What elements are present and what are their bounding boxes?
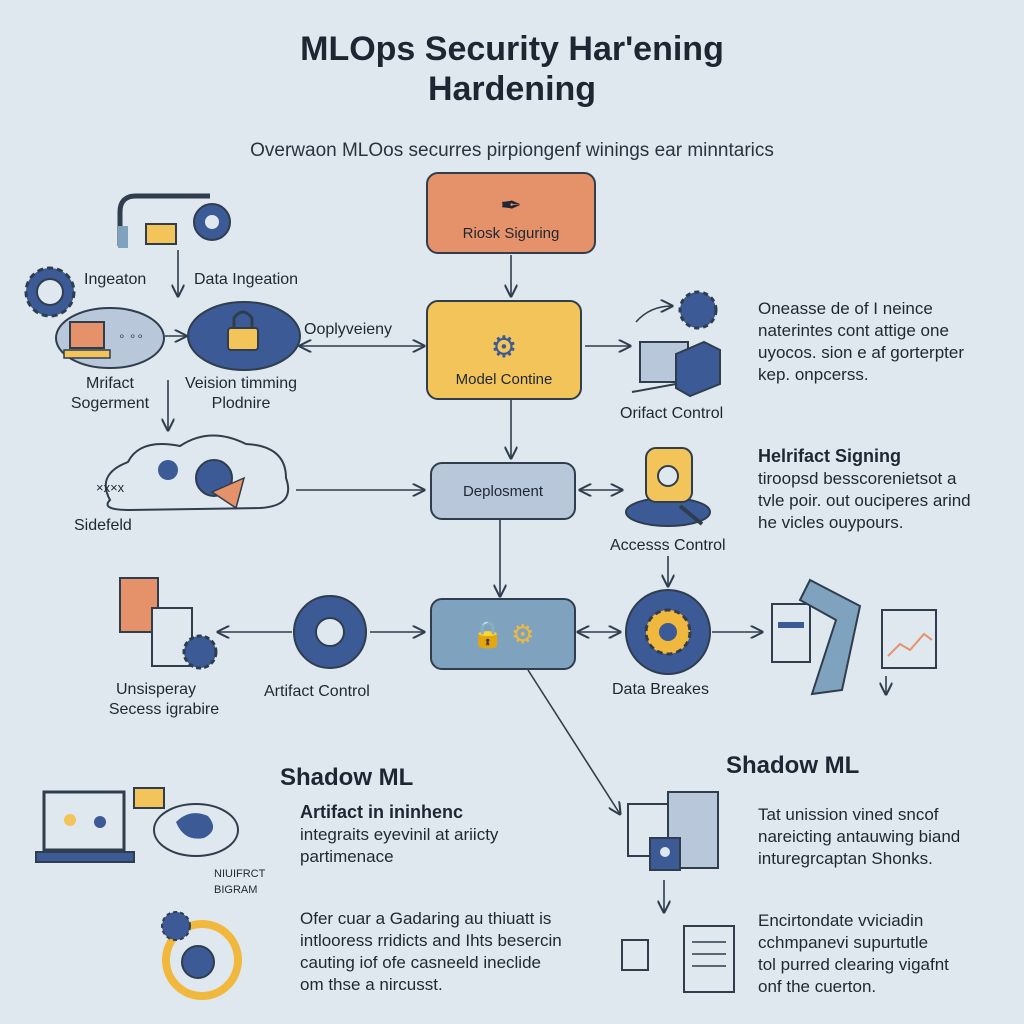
shadow-doc-icon bbox=[621, 791, 735, 993]
xx-label: ×x×x bbox=[96, 480, 125, 495]
text-line: om thse a nircusst. bbox=[300, 975, 443, 994]
access-control-label: Accesss Control bbox=[610, 537, 726, 554]
pen-icon: ✒ bbox=[500, 190, 522, 220]
version-timming-label: Veision timming bbox=[184, 375, 298, 392]
risk-signing-label: Riosk Siguring bbox=[462, 225, 560, 242]
text-line: tiroopsd besscorenietsot a bbox=[758, 469, 957, 488]
deployment-label: Deplosment bbox=[462, 482, 544, 500]
secess-label: Secess igrabire bbox=[108, 701, 220, 718]
ooplyveieny-label: Ooplyveieny bbox=[304, 321, 393, 338]
conveyor-icon bbox=[117, 193, 231, 248]
ingeaton-label: Ingeaton bbox=[84, 271, 147, 288]
right-paragraph-1: Oneasse de of I neince naterintes cont a… bbox=[758, 298, 964, 386]
lock-gear-icon: 🔒 ⚙ bbox=[471, 618, 535, 649]
page-title: MLOps Security Har'ening bbox=[300, 30, 724, 68]
text-line: intlooress rridicts and Ihts besercin bbox=[300, 931, 562, 950]
unsisperay-label: Unsisperay bbox=[115, 681, 197, 698]
orifact-control-label: Orifact Control bbox=[620, 405, 724, 422]
text-line: he vicles ouypours. bbox=[758, 513, 904, 532]
niuifrct-label: NIUIFRCT bbox=[214, 868, 266, 880]
text-line: onf the cuerton. bbox=[758, 977, 877, 996]
sogerment-label: Sogerment bbox=[70, 395, 150, 412]
version-plodnire-label: Plodnire bbox=[211, 395, 271, 412]
text-line: Tat unission vined sncof bbox=[758, 805, 939, 824]
vault-icon bbox=[625, 447, 711, 527]
lock-cloud-icon bbox=[187, 301, 301, 371]
flow-document-icon bbox=[771, 578, 937, 696]
model-control-node[interactable]: ⚙ Model Contine bbox=[426, 300, 582, 400]
artifact-inhenc-heading: Artifact in ininhenc bbox=[300, 802, 464, 822]
risk-signing-node[interactable]: ✒ Riosk Siguring bbox=[426, 172, 596, 254]
text-line: integraits eyevinil at ariicty bbox=[300, 825, 499, 844]
left-paragraph-1: integraits eyevinil at ariicty partimena… bbox=[300, 824, 498, 868]
artifact-control-icon bbox=[293, 595, 367, 669]
gear-ring-icon bbox=[161, 911, 242, 1000]
model-control-label: Model Contine bbox=[455, 371, 553, 388]
left-paragraph-2: Ofer cuar a Gadaring au thiuatt is intlo… bbox=[300, 908, 562, 996]
artifact-control-label: Artifact Control bbox=[264, 683, 370, 700]
big-cloud-icon bbox=[104, 434, 290, 512]
text-line: partimenace bbox=[300, 847, 394, 866]
arrow-gear-curve bbox=[635, 306, 672, 323]
lock-gear-node[interactable]: 🔒 ⚙ bbox=[430, 598, 576, 670]
svg-text:∘ ∘∘: ∘ ∘∘ bbox=[118, 329, 144, 343]
laptop-icon bbox=[35, 787, 239, 863]
page-title-line2: Hardening bbox=[427, 70, 597, 108]
text-line: Encirtondate vviciadin bbox=[758, 911, 924, 930]
text-line: naterintes cont attige one bbox=[758, 321, 949, 340]
data-breakes-label: Data Breakes bbox=[612, 681, 709, 698]
arrow-center-shadow bbox=[527, 669, 620, 814]
right-paragraph-4: Encirtondate vviciadin cchmpanevi supurt… bbox=[758, 910, 949, 998]
right-paragraph-2: tiroopsd besscorenietsot a tvle poir. ou… bbox=[758, 468, 971, 534]
text-line: inturegrcaptan Shonks. bbox=[758, 849, 933, 868]
text-line: Ofer cuar a Gadaring au thiuatt is bbox=[300, 909, 552, 928]
shadow-ml-heading-left: Shadow ML bbox=[280, 764, 414, 791]
text-line: uyocos. sion e af gorterpter bbox=[758, 343, 965, 362]
text-line: cauting iof ofe casneeld ineclide bbox=[300, 953, 541, 972]
document-gear-icon bbox=[119, 577, 218, 670]
gear-icon-left bbox=[24, 266, 76, 318]
helrifact-signing-heading: Helrifact Signing bbox=[758, 446, 902, 466]
breakes-gear-icon bbox=[625, 589, 711, 675]
cube-screen-icon bbox=[631, 340, 721, 398]
gear-icon-top-right bbox=[678, 290, 718, 330]
sidefeld-label: Sidefeld bbox=[74, 517, 132, 534]
right-paragraph-3: Tat unission vined sncof nareicting anta… bbox=[758, 804, 960, 870]
mrifact-label: Mrifact bbox=[86, 375, 134, 392]
shadow-ml-heading-right: Shadow ML bbox=[726, 752, 860, 779]
text-line: tol purred clearing vigafnt bbox=[758, 955, 949, 974]
text-line: kep. onpcerss. bbox=[758, 365, 869, 384]
connectors bbox=[165, 250, 886, 912]
data-ingeation-label: Data Ingeation bbox=[194, 271, 299, 288]
text-line: tvle poir. out ouciperes arind bbox=[758, 491, 971, 510]
text-line: Oneasse de of I neince bbox=[758, 299, 933, 318]
model-gear-icon: ⚙ bbox=[490, 331, 518, 364]
text-line: nareicting antauwing biand bbox=[758, 827, 961, 846]
deployment-node[interactable]: Deplosment bbox=[430, 462, 576, 520]
bigram-label: BIGRAM bbox=[214, 884, 258, 896]
page-subtitle: Overwaon MLOos securres pirpiongenf wini… bbox=[250, 140, 774, 161]
cloud-laptop-icon: ∘ ∘∘ bbox=[55, 307, 165, 369]
text-line: cchmpanevi supurtutle bbox=[758, 933, 929, 952]
